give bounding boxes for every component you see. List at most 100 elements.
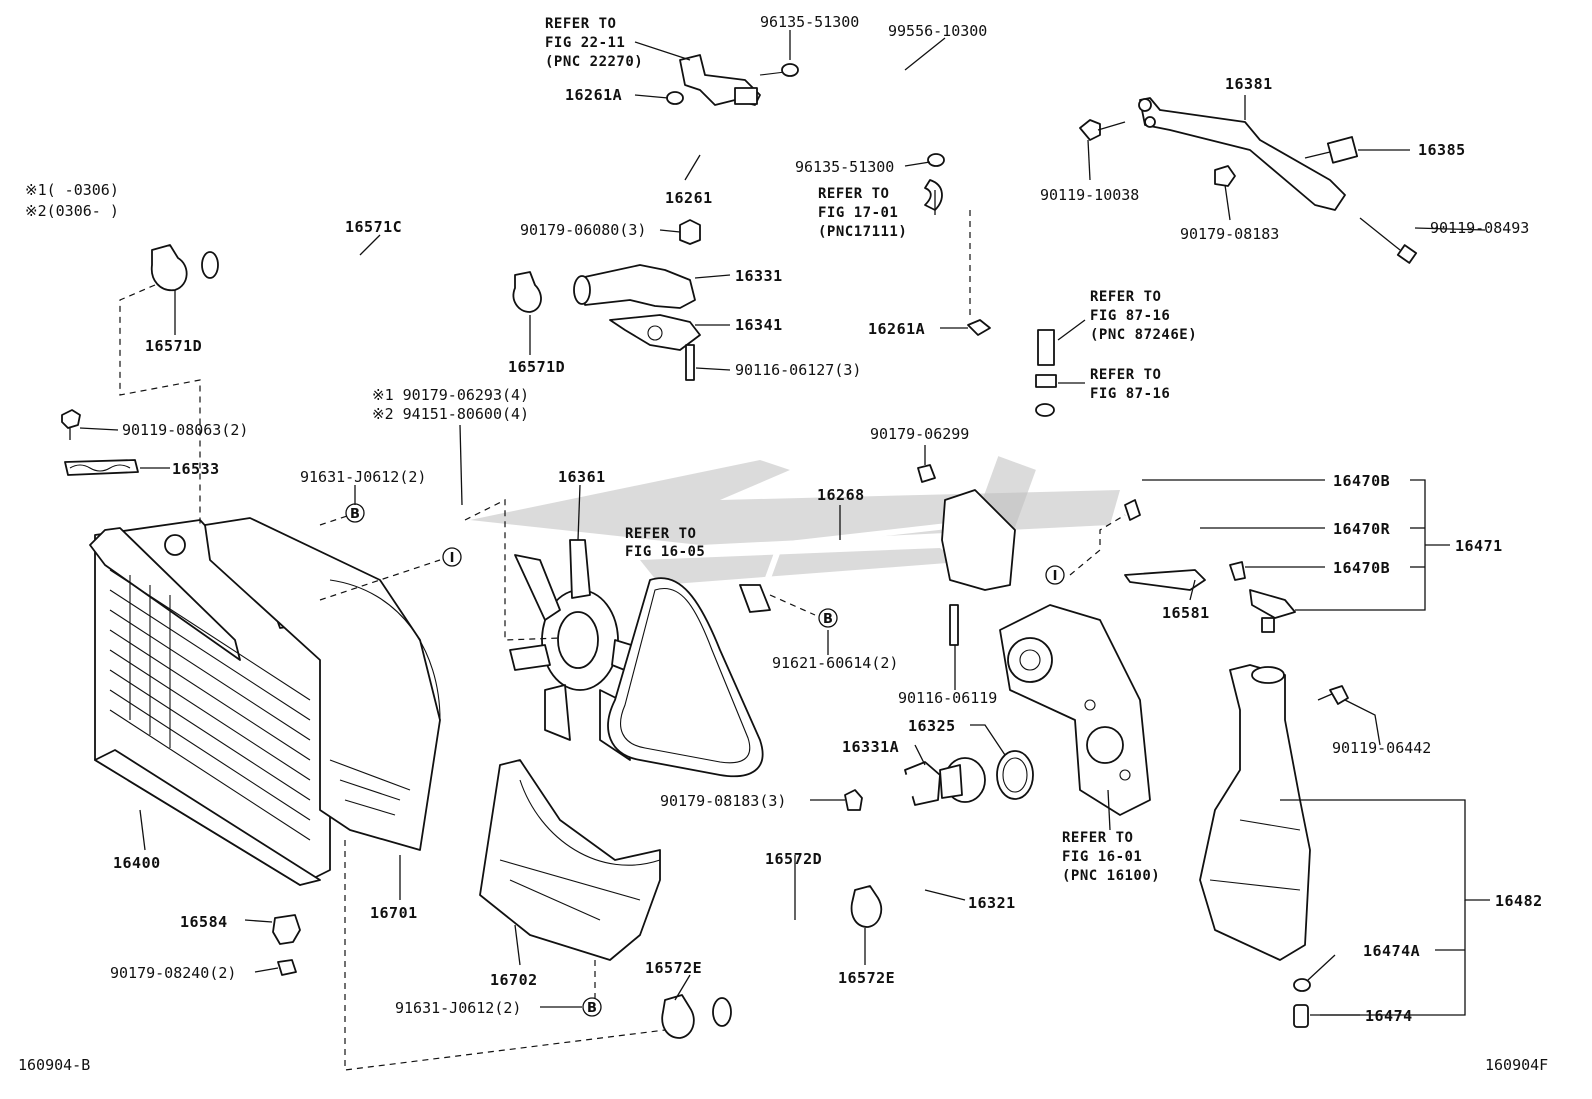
- label-16400: 16400: [113, 854, 161, 872]
- label-16261: 16261: [665, 189, 713, 207]
- hose-16321: [875, 774, 929, 916]
- nut-90179-08183-top: [1214, 165, 1236, 187]
- svg-text:FIG 87-16: FIG 87-16: [1090, 386, 1170, 402]
- pipe-to-heater: [967, 319, 1057, 458]
- bolt-90119-10038: [1079, 119, 1126, 141]
- plug-16474: [1293, 1004, 1309, 1028]
- dashed-guides: [119, 210, 1126, 1071]
- shroud-16701: [204, 517, 441, 851]
- thermostat-valve: [939, 757, 986, 803]
- label-16571D-right: 16571D: [508, 358, 565, 376]
- leader-lines: [79, 30, 1490, 1016]
- bolt-90119-08493: [1359, 217, 1418, 264]
- label-16470B-top: 16470B: [1333, 472, 1390, 490]
- label-90119-08493: 90119-08493: [1430, 219, 1529, 237]
- marker-b-top: B: [345, 503, 365, 523]
- label-16470R: 16470R: [1333, 520, 1391, 538]
- marker-i-shroud: I: [442, 547, 462, 567]
- label-90179-08240: 90179-08240(2): [110, 964, 236, 982]
- thermostat-16325: [996, 750, 1034, 800]
- bracket-16581: [1124, 569, 1206, 591]
- label-16474A: 16474A: [1363, 942, 1420, 960]
- bolt-note-2: ※2 94151-80600(4): [372, 405, 529, 423]
- label-16341: 16341: [735, 316, 783, 334]
- label-90179-06299: 90179-06299: [870, 425, 969, 443]
- nut-90179-08183-bot: [844, 789, 863, 811]
- ref-fig-16-05: REFER TO FIG 16-05: [625, 526, 705, 560]
- label-90116-06127: 90116-06127(3): [735, 361, 861, 379]
- hose-99556-10300: [801, 54, 943, 211]
- nut-90179-06080: [679, 219, 701, 245]
- svg-text:REFER TO: REFER TO: [1062, 830, 1133, 846]
- label-16385: 16385: [1418, 141, 1466, 159]
- gasket-16341: [609, 314, 701, 351]
- svg-text:B: B: [350, 507, 360, 522]
- svg-text:(PNC 16100): (PNC 16100): [1062, 868, 1160, 884]
- bolt-90119-08063: [61, 409, 81, 440]
- label-16482: 16482: [1495, 892, 1543, 910]
- svg-text:FIG 17-01: FIG 17-01: [818, 205, 898, 221]
- clamps-top: [666, 63, 945, 167]
- hose-16572D: [712, 891, 867, 1027]
- bolt-90119-06442: [1317, 685, 1349, 705]
- svg-text:REFER TO: REFER TO: [818, 186, 889, 202]
- note-2: ※2(0306- ): [25, 202, 119, 220]
- svg-text:(PNC 87246E): (PNC 87246E): [1090, 327, 1197, 343]
- label-90116-06119: 90116-06119: [898, 689, 997, 707]
- marker-i-right: I: [1045, 565, 1065, 585]
- clamp-16572E-left: [661, 994, 695, 1039]
- bracket-16381: [1138, 97, 1346, 211]
- label-16470B-bot: 16470B: [1333, 559, 1390, 577]
- pipe-16268: [739, 517, 1003, 613]
- marker-b-pipe: B: [818, 608, 838, 628]
- svg-text:B: B: [587, 1001, 597, 1016]
- clip-16470B-top: [1124, 499, 1141, 521]
- plug-16474A: [1293, 978, 1311, 992]
- label-16584: 16584: [180, 913, 228, 931]
- hose-16261: [608, 84, 974, 209]
- label-90179-08183-top: 90179-08183: [1180, 225, 1279, 243]
- svg-text:B: B: [823, 612, 833, 627]
- water-outlet-16331: [573, 264, 696, 309]
- svg-text:I: I: [1053, 569, 1058, 584]
- reservoir-16482: [1199, 664, 1311, 961]
- clamp-16572E-right: [850, 885, 882, 928]
- label-90179-06080: 90179-06080(3): [520, 221, 646, 239]
- svg-text:REFER TO: REFER TO: [1090, 367, 1161, 383]
- svg-text:(PNC17111): (PNC17111): [818, 224, 907, 240]
- svg-text:REFER TO: REFER TO: [625, 526, 696, 542]
- ref-fig-22-11: REFER TO FIG 22-11 (PNC 22270): [545, 16, 643, 70]
- label-16361: 16361: [558, 468, 606, 486]
- cap-16471: [1249, 589, 1296, 633]
- label-16261A-mid: 16261A: [868, 320, 925, 338]
- label-16533: 16533: [172, 460, 220, 478]
- stud-16385: [1304, 136, 1359, 164]
- label-96135-51300-mid: 96135-51300: [795, 158, 894, 176]
- label-16261A-top: 16261A: [565, 86, 622, 104]
- svg-text:FIG 16-01: FIG 16-01: [1062, 849, 1142, 865]
- label-96135-51300-top: 96135-51300: [760, 13, 859, 31]
- ref-fig-16-01: REFER TO FIG 16-01 (PNC 16100): [1062, 830, 1160, 884]
- fan-belt: [607, 577, 764, 778]
- label-16572E-right: 16572E: [838, 969, 895, 987]
- clip-16470B-bot: [1229, 561, 1246, 581]
- ref-fig-87-16-a: REFER TO FIG 87-16 (PNC 87246E): [1090, 289, 1197, 343]
- svg-text:FIG 16-05: FIG 16-05: [625, 544, 705, 560]
- ref-fig-17-01: REFER TO FIG 17-01 (PNC17111): [818, 186, 907, 240]
- svg-text:(PNC 22270): (PNC 22270): [545, 54, 643, 70]
- label-90119-08063: 90119-08063(2): [122, 421, 248, 439]
- bypass-valve-22270: [679, 54, 786, 106]
- nut-90179-08240: [277, 959, 297, 976]
- label-16701: 16701: [370, 904, 418, 922]
- ref-fig-87-16-b: REFER TO FIG 87-16: [1090, 367, 1170, 402]
- label-16321: 16321: [968, 894, 1016, 912]
- label-16381: 16381: [1225, 75, 1273, 93]
- shroud-16702: [479, 759, 661, 961]
- svg-text:FIG 22-11: FIG 22-11: [545, 35, 625, 51]
- label-91631-J0612-top: 91631-J0612(2): [300, 468, 426, 486]
- clamp-16571D-right: [512, 271, 542, 313]
- label-16571D-left: 16571D: [145, 337, 202, 355]
- label-16702: 16702: [490, 971, 538, 989]
- svg-text:I: I: [450, 551, 455, 566]
- label-90179-08183-bot: 90179-08183(3): [660, 792, 786, 810]
